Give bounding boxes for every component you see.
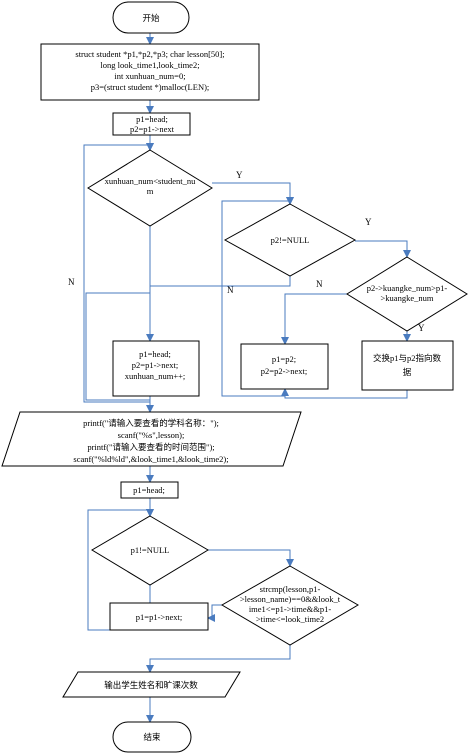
edge-cond-match-advance xyxy=(207,604,222,622)
label-kuangke-no: N xyxy=(316,279,323,289)
edge-cond-match-down xyxy=(146,645,291,673)
cond-kuangke-line-2: >kuangke_num xyxy=(381,293,434,303)
label-outer-no: N xyxy=(68,277,75,287)
output-text: 输出学生姓名和旷课次数 xyxy=(104,680,198,690)
cond-outer-line-1: xunhuan_num<student_nu xyxy=(105,176,196,186)
edge-cond-kuangke-no xyxy=(281,293,347,345)
init2-text: p1=head; xyxy=(133,485,165,495)
reset-line-3: xunhuan_num++; xyxy=(125,371,186,381)
input-node: printf("请输入要查看的学科名称："); scanf("%s",lesso… xyxy=(1,411,302,467)
end-node: 结束 xyxy=(112,721,192,753)
cond-p1-text: p1!=NULL xyxy=(131,545,170,555)
input-line-4: scanf("%ld%ld",&look_time1,&look_time2); xyxy=(73,454,228,464)
edge-cond-p2-no xyxy=(146,276,291,342)
end-text: 结束 xyxy=(143,732,161,742)
declare-line-4: p3=(struct student *)malloc(LEN); xyxy=(91,82,210,92)
label-p2-no: N xyxy=(227,285,234,295)
init1-line-2: p2=p1->next xyxy=(130,124,175,134)
reset-line-2: p2=p1->next; xyxy=(132,360,178,370)
cond-match-line-1: strcmp(lesson,p1- xyxy=(260,584,321,594)
cond-outer-line-2: m xyxy=(147,186,154,196)
swap-line-2: 据 xyxy=(403,367,412,377)
input-line-1: printf("请输入要查看的学科名称："); xyxy=(83,418,219,428)
cond-p2-node: p2!=NULL xyxy=(223,203,357,277)
reset-line-1: p1=head; xyxy=(139,349,171,359)
init2-node: p1=head; xyxy=(120,481,179,499)
input-line-2: scanf("%s",lesson); xyxy=(118,430,185,440)
cond-p1-node: p1!=NULL xyxy=(91,515,209,586)
label-outer-yes: Y xyxy=(236,170,243,180)
init1-node: p1=head; p2=p1->next xyxy=(112,112,191,136)
input-line-3: printf("请输入要查看的时间范围"); xyxy=(87,442,214,452)
advance-p1-text: p1=p1->next; xyxy=(136,612,182,622)
advance-p2-line-2: p2=p2->next; xyxy=(261,366,307,376)
advance-p2-node: p1=p2; p2=p2->next; xyxy=(240,343,329,390)
cond-kuangke-node: p2->kuangke_num>p1- >kuangke_num xyxy=(346,256,468,332)
connectors xyxy=(83,33,411,723)
declare-line-1: struct student *p1,*p2,*p3; char lesson[… xyxy=(75,49,224,59)
edge-advance-p1-loop xyxy=(87,509,154,631)
declare-line-3: int xunhuan_num=0; xyxy=(114,71,185,81)
cond-match-line-3: ime1<=p1->time&&p1- xyxy=(249,604,332,614)
cond-match-node: strcmp(lesson,p1- >lesson_name)==0&&look… xyxy=(221,565,359,646)
cond-match-line-4: >time<=look_time2 xyxy=(256,614,324,624)
declare-node: struct student *p1,*p2,*p3; char lesson[… xyxy=(40,43,260,101)
declare-line-2: long look_time1,look_time2; xyxy=(100,60,199,70)
label-kuangke-yes: Y xyxy=(418,323,425,333)
advance-p1-node: p1=p1->next; xyxy=(109,602,209,631)
start-text: 开始 xyxy=(142,13,160,23)
output-node: 输出学生姓名和旷课次数 xyxy=(62,671,241,698)
cond-kuangke-line-1: p2->kuangke_num>p1- xyxy=(367,283,448,293)
start-node: 开始 xyxy=(112,1,190,34)
reset-node: p1=head; p2=p1->next; xunhuan_num++; xyxy=(112,340,200,397)
swap-line-1: 交换p1与p2指向数 xyxy=(373,353,442,363)
swap-node: 交换p1与p2指向数 据 xyxy=(361,340,454,391)
init1-line-1: p1=head; xyxy=(136,114,168,124)
edge-cond-p1-yes xyxy=(208,549,294,567)
advance-p2-line-1: p1=p2; xyxy=(272,354,296,364)
cond-outer-node: xunhuan_num<student_nu m xyxy=(87,149,213,227)
label-p2-yes: Y xyxy=(365,217,372,227)
edge-reset-loop xyxy=(83,143,154,403)
cond-match-line-2: >lesson_name)==0&&look_t xyxy=(240,594,341,604)
cond-p2-text: p2!=NULL xyxy=(271,235,310,245)
edge-advance-loop xyxy=(221,197,294,397)
edge-cond-p2-yes xyxy=(355,240,411,258)
